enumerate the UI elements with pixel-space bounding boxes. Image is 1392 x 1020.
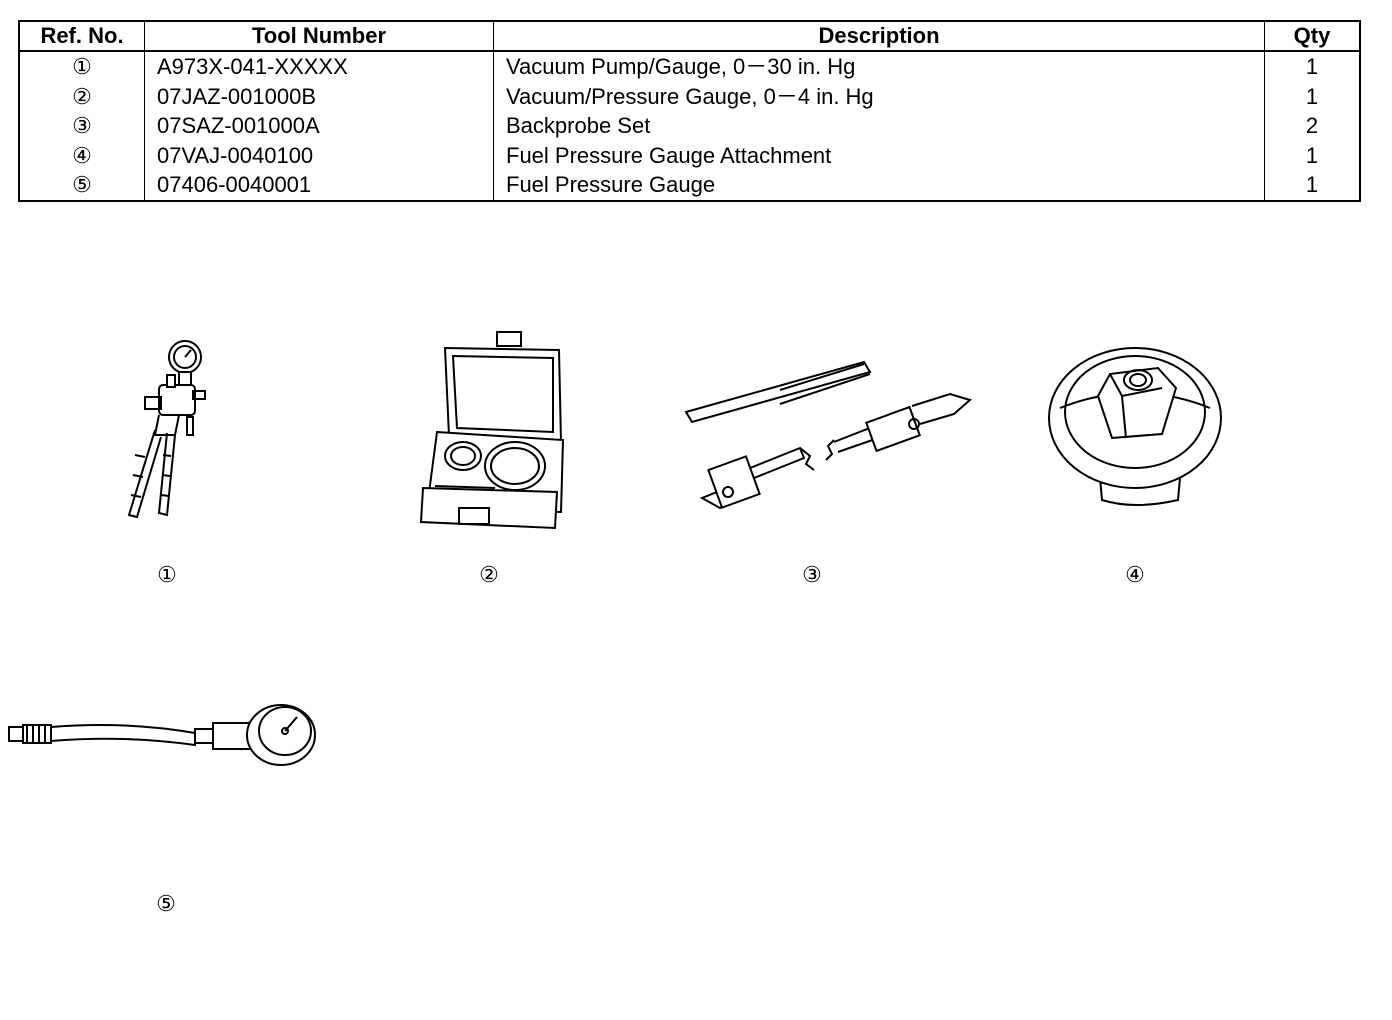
backprobe-set-illustration — [650, 350, 980, 525]
header-description: Description — [493, 21, 1265, 52]
qty-cell: 1 — [1305, 83, 1319, 109]
description-cell: Fuel Pressure Gauge Attachment — [493, 140, 1265, 170]
table-row: ⑤ 07406-0040001 Fuel Pressure Gauge 1 — [19, 170, 1360, 201]
fuel-pressure-gauge-drawing — [8, 704, 316, 766]
table-row: ② 07JAZ-001000B Vacuum/Pressure Gauge, 0… — [19, 81, 1360, 111]
tool-number-cell: 07406-0040001 — [144, 170, 494, 201]
ref-no-cell: ① — [19, 51, 145, 82]
tool-number-cell: A973X-041-XXXXX — [144, 51, 494, 82]
ref-no-cell: ④ — [19, 140, 145, 170]
table-row: ④ 07VAJ-0040100 Fuel Pressure Gauge Atta… — [19, 140, 1360, 170]
callout-3: ③ — [802, 562, 822, 587]
qty-cell: 1 — [1305, 54, 1319, 80]
backprobe-set-drawing — [684, 360, 973, 510]
tool-number-cell: 07SAZ-001000A — [144, 111, 494, 141]
description-cell: Vacuum/Pressure Gauge, 0－4 in. Hg — [493, 81, 1265, 111]
qty-cell: 1 — [1305, 142, 1319, 168]
description-cell: Vacuum Pump/Gauge, 0－30 in. Hg — [493, 51, 1265, 82]
header-tool-number: Tool Number — [144, 21, 494, 52]
description-cell: Fuel Pressure Gauge — [493, 170, 1265, 201]
header-ref-no: Ref. No. — [19, 21, 145, 52]
callout-1: ① — [157, 562, 177, 587]
table-header-row: Ref. No. Tool Number Description Qty — [19, 21, 1360, 52]
tools-table: Ref. No. Tool Number Description Qty ① A… — [18, 20, 1361, 202]
ref-no-cell: ⑤ — [19, 170, 145, 201]
attachment-illustration — [1040, 338, 1230, 513]
gauge-case-drawing — [419, 331, 565, 530]
qty-cell: 1 — [1305, 172, 1319, 198]
table-row: ① A973X-041-XXXXX Vacuum Pump/Gauge, 0－3… — [19, 51, 1360, 82]
vacuum-pump-drawing — [127, 340, 206, 519]
callout-4: ④ — [1125, 562, 1145, 587]
table-row: ③ 07SAZ-001000A Backprobe Set 2 — [19, 111, 1360, 141]
tool-number-cell: 07JAZ-001000B — [144, 81, 494, 111]
vacuum-pump-illustration — [115, 335, 225, 525]
header-qty: Qty — [1264, 21, 1360, 52]
qty-cell: 2 — [1305, 113, 1319, 139]
callout-5: ⑤ — [156, 891, 176, 916]
callout-2: ② — [479, 562, 499, 587]
gauge-case-illustration — [415, 331, 565, 532]
tool-number-cell: 07VAJ-0040100 — [144, 140, 494, 170]
ref-no-cell: ② — [19, 81, 145, 111]
description-cell: Backprobe Set — [493, 111, 1265, 141]
fuel-pressure-gauge-illustration — [5, 695, 320, 775]
ref-no-cell: ③ — [19, 111, 145, 141]
attachment-drawing — [1048, 347, 1222, 506]
